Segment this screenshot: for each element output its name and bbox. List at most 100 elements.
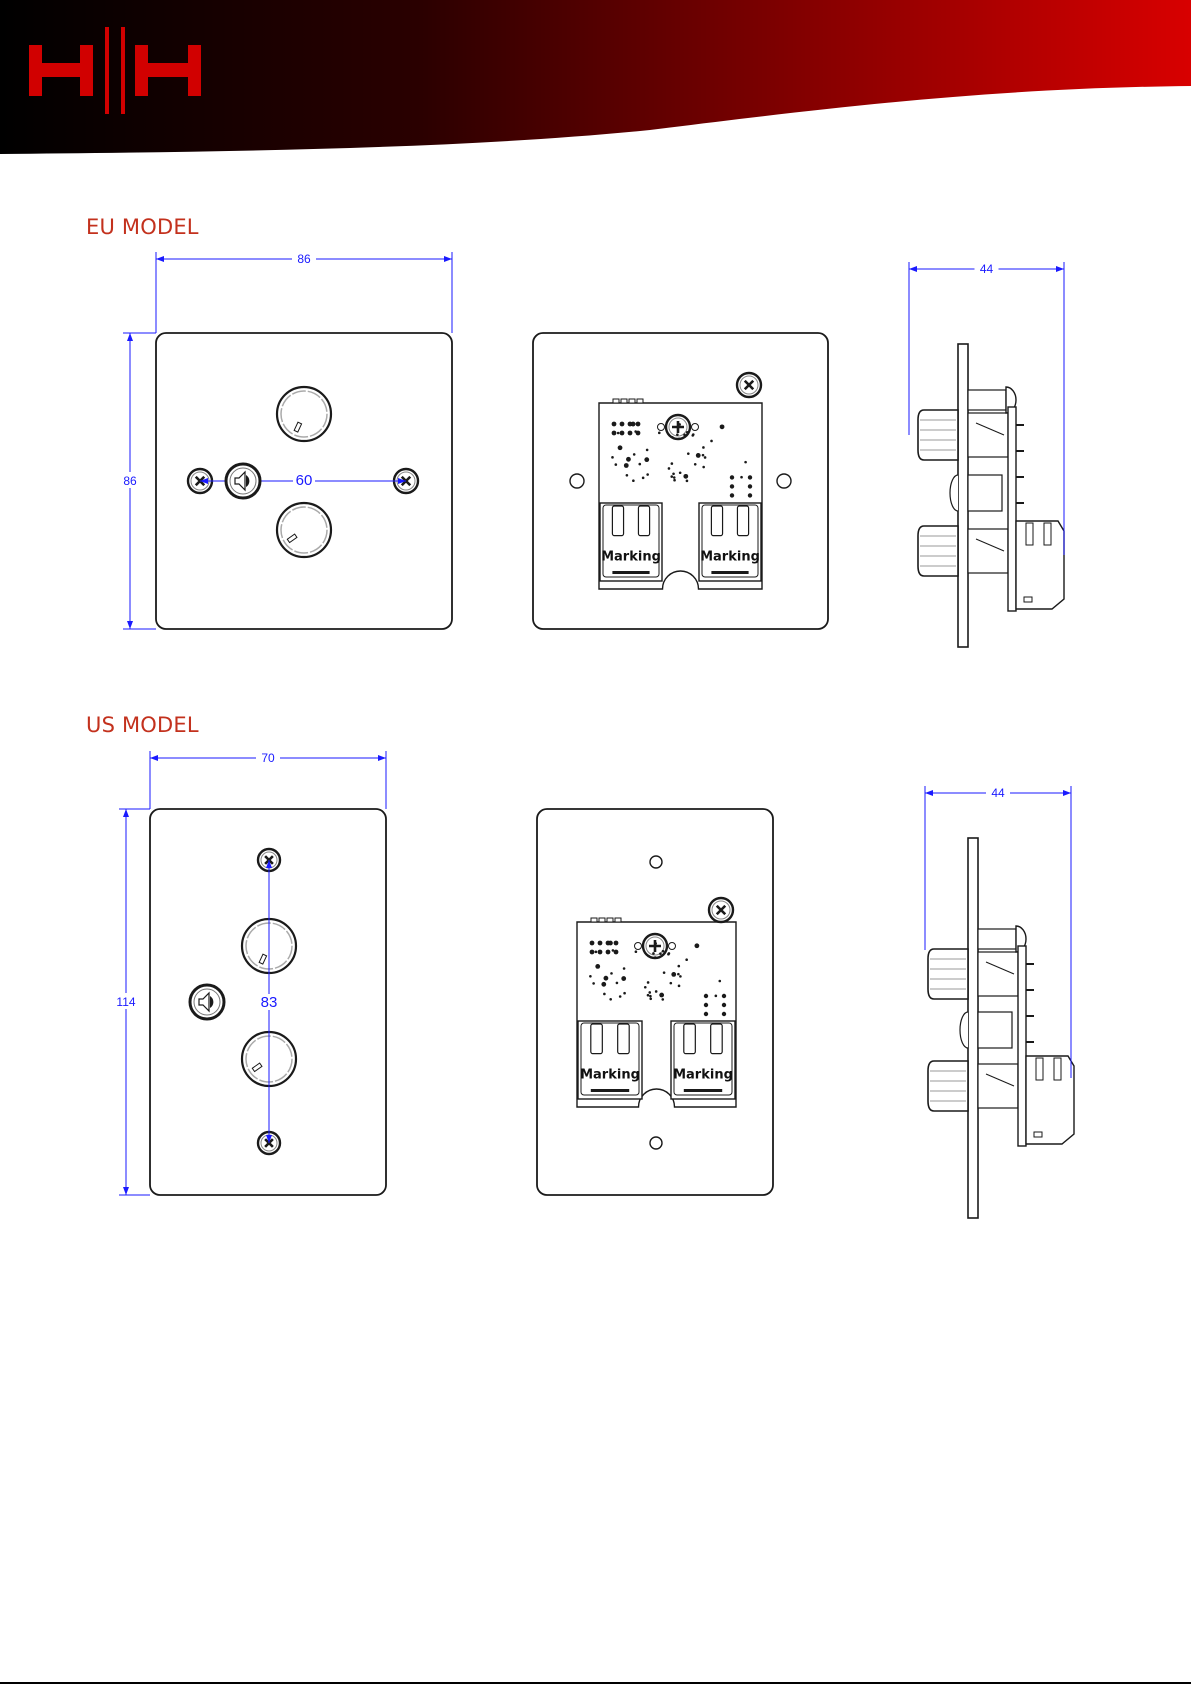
jack-slot xyxy=(711,571,749,574)
mounting-hole xyxy=(776,473,792,489)
pcb-hole xyxy=(668,942,676,950)
pcb-via xyxy=(603,992,606,996)
pcb-pad xyxy=(605,949,611,955)
screw-icon xyxy=(664,413,692,441)
dimension-arrow xyxy=(127,333,133,341)
pcb-pad xyxy=(729,475,735,480)
pcb-via xyxy=(686,452,690,455)
pcb-via xyxy=(625,474,629,477)
us-depth-dimension: 44 xyxy=(924,784,1072,1078)
pcb-via xyxy=(671,435,674,439)
pcb-pad xyxy=(627,430,633,436)
pcb-via xyxy=(659,992,665,998)
pcb-via xyxy=(618,995,622,998)
jack-marking-label: Marking xyxy=(601,550,661,565)
pcb-via xyxy=(616,431,620,435)
dimension-label: 70 xyxy=(261,751,275,765)
pcb-via xyxy=(667,467,671,470)
speaker-waves xyxy=(246,475,250,487)
pcb-pad xyxy=(619,430,625,436)
pcb-via xyxy=(622,967,626,970)
pcb-pad xyxy=(721,1002,727,1008)
pcb-via xyxy=(638,462,642,466)
pcb-pad xyxy=(589,949,595,955)
pcb-header-pin xyxy=(636,398,644,404)
pcb-via xyxy=(646,473,649,476)
us-side-profile xyxy=(927,837,1075,1219)
header-banner xyxy=(0,0,1191,154)
pcb-via xyxy=(694,943,700,949)
us-side-view: 44 xyxy=(924,784,1075,1219)
pcb-via xyxy=(649,994,652,998)
speaker-icon xyxy=(188,983,226,1021)
pcb-header-pin xyxy=(606,917,614,923)
eu-side-view: 44 xyxy=(908,260,1065,648)
jack-latch xyxy=(611,505,625,537)
pcb-edge xyxy=(1017,945,1027,1147)
pcb-via xyxy=(654,990,658,993)
pcb-pad xyxy=(611,421,617,427)
pcb-via xyxy=(702,446,705,449)
potentiometer-body xyxy=(967,528,1009,574)
pcb-via xyxy=(667,952,670,956)
faceplate-edge xyxy=(957,343,969,648)
pcb-pad xyxy=(729,484,735,489)
pcb-via xyxy=(683,473,689,479)
pcb-via xyxy=(611,949,615,952)
dimension-arrow xyxy=(127,621,133,629)
jack-frame xyxy=(701,504,759,578)
pcb-via xyxy=(685,479,689,483)
rj45-jack: Marking xyxy=(599,502,663,582)
dimension-label-bg xyxy=(293,472,315,488)
dimension-arrow xyxy=(1063,790,1071,796)
screw-cross xyxy=(715,904,727,916)
led-lens xyxy=(959,1011,969,1049)
pcb-via xyxy=(677,964,681,968)
eu-depth-dimension: 44 xyxy=(908,260,1065,555)
pcb-via xyxy=(594,950,598,954)
rj45-jack: Marking xyxy=(577,1020,643,1100)
rj45-side xyxy=(1015,520,1065,610)
dimension-arrow xyxy=(156,256,164,262)
knob-indicator xyxy=(258,953,268,965)
pcb-via xyxy=(677,984,681,988)
pcb-via xyxy=(669,981,673,985)
speaker-body xyxy=(977,1011,1013,1049)
dimension-arrow xyxy=(925,790,933,796)
dimension-arrow xyxy=(266,1135,272,1143)
pcb-pad xyxy=(635,421,641,427)
pcb-via xyxy=(657,431,661,435)
eu-screw-spacing-dimension: 60 xyxy=(200,472,406,489)
pcb-via xyxy=(634,950,638,953)
pcb-via xyxy=(683,433,686,437)
pcb-via xyxy=(614,463,618,466)
pcb-via xyxy=(623,463,629,468)
pcb-pad xyxy=(613,949,619,955)
pcb-header-pin xyxy=(612,398,620,404)
jack-latch xyxy=(736,505,750,537)
pcb-via xyxy=(603,975,609,981)
pot-wire xyxy=(985,1073,1015,1087)
jack-latch xyxy=(637,505,651,537)
dimension-arrow xyxy=(1056,266,1064,272)
pcb-via xyxy=(685,430,689,434)
screw-rim xyxy=(645,936,665,956)
jack-latch xyxy=(590,1023,603,1055)
rj45-tab xyxy=(1033,1131,1043,1138)
pcb-via xyxy=(653,956,657,959)
potentiometer-body xyxy=(977,951,1019,997)
pcb-via xyxy=(691,434,695,437)
knob-side xyxy=(927,948,1019,1000)
jack-latch xyxy=(710,505,724,537)
dimension-label: 86 xyxy=(123,474,137,488)
pcb-pad xyxy=(597,940,603,946)
screw-icon xyxy=(707,896,735,924)
speaker-waves xyxy=(210,996,214,1008)
pcb-via xyxy=(615,981,619,985)
pcb-pad xyxy=(703,993,709,999)
dimension-label-bg xyxy=(114,993,138,1009)
led-lens xyxy=(949,474,959,512)
